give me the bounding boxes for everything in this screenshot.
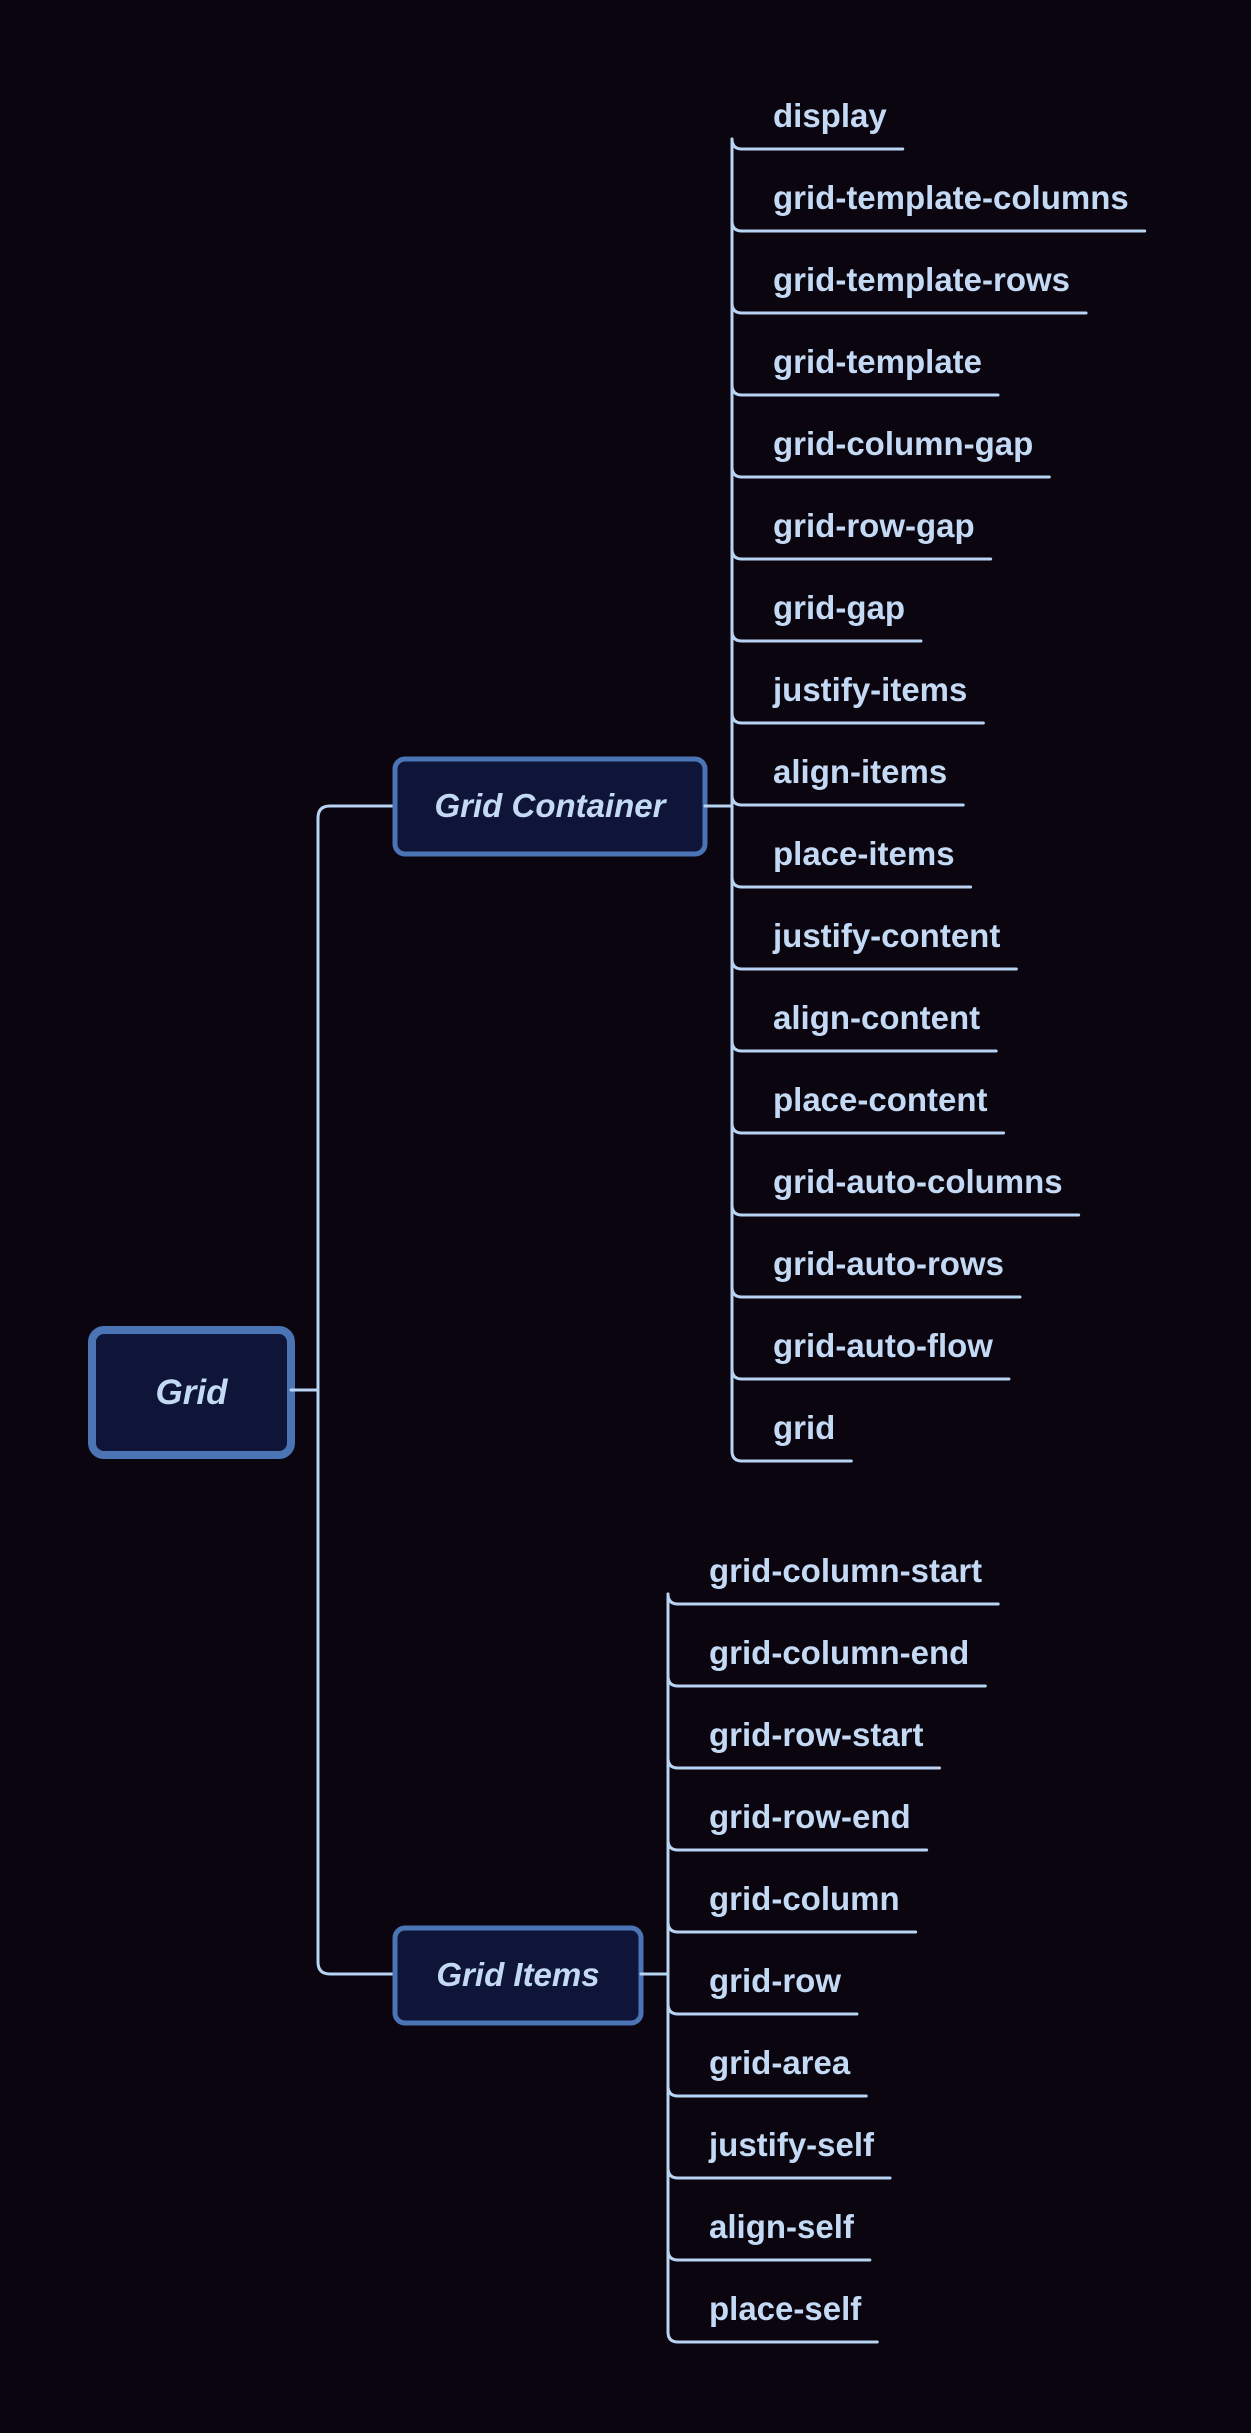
property-label: grid-template-columns xyxy=(773,179,1129,216)
property-label: grid-row-start xyxy=(709,1716,924,1753)
property-label: grid-auto-columns xyxy=(773,1163,1063,1200)
property-grid-column-gap[interactable]: grid-column-gap xyxy=(730,425,1051,479)
property-justify-items[interactable]: justify-items xyxy=(730,671,985,725)
root-node[interactable]: Grid xyxy=(88,1326,295,1459)
property-underline xyxy=(666,2002,859,2016)
property-underline xyxy=(666,2248,872,2262)
property-grid[interactable]: grid xyxy=(730,1409,853,1463)
grid-items-properties: grid-column-start grid-column-end grid-row… xyxy=(666,1552,1000,2344)
property-underline xyxy=(666,1838,929,1852)
property-grid-area[interactable]: grid-area xyxy=(666,2044,868,2098)
property-underline xyxy=(730,137,905,151)
property-underline xyxy=(730,1203,1081,1217)
property-label: grid-template xyxy=(773,343,982,380)
property-label: grid xyxy=(773,1409,835,1446)
property-label: grid-row xyxy=(709,1962,841,1999)
property-align-items[interactable]: align-items xyxy=(730,753,965,807)
property-underline xyxy=(730,957,1018,971)
property-label: display xyxy=(773,97,887,134)
property-grid-template[interactable]: grid-template xyxy=(730,343,1000,397)
property-grid-column[interactable]: grid-column xyxy=(666,1880,918,1934)
property-underline xyxy=(730,629,923,643)
property-label: align-items xyxy=(773,753,947,790)
property-grid-auto-flow[interactable]: grid-auto-flow xyxy=(730,1327,1011,1381)
property-label: grid-template-rows xyxy=(773,261,1070,298)
property-label: grid-column xyxy=(709,1880,900,1917)
property-label: grid-auto-flow xyxy=(773,1327,993,1364)
property-underline xyxy=(666,2330,879,2344)
property-label: justify-content xyxy=(772,917,1000,954)
property-underline xyxy=(730,1285,1022,1299)
property-justify-content[interactable]: justify-content xyxy=(730,917,1018,971)
property-grid-row-start[interactable]: grid-row-start xyxy=(666,1716,941,1770)
property-label: align-content xyxy=(773,999,980,1036)
property-label: place-content xyxy=(773,1081,988,1118)
property-align-content[interactable]: align-content xyxy=(730,999,998,1053)
property-underline xyxy=(730,793,965,807)
grid-container-node-label: Grid Container xyxy=(434,787,667,824)
property-underline xyxy=(730,301,1088,315)
property-label: grid-gap xyxy=(773,589,905,626)
root-node-box xyxy=(88,1326,295,1459)
property-label: place-self xyxy=(709,2290,862,2327)
property-underline xyxy=(666,2084,868,2098)
property-underline xyxy=(666,1756,941,1770)
property-underline xyxy=(730,219,1147,233)
grid-container-node[interactable]: Grid Container xyxy=(392,756,708,857)
grid-items-node[interactable]: Grid Items xyxy=(392,1925,644,2026)
property-grid-column-start[interactable]: grid-column-start xyxy=(666,1552,1000,1606)
property-label: align-self xyxy=(709,2208,855,2245)
property-underline xyxy=(730,1449,853,1463)
property-underline xyxy=(730,711,985,725)
property-label: grid-column-gap xyxy=(773,425,1033,462)
property-grid-row-gap[interactable]: grid-row-gap xyxy=(730,507,993,561)
property-grid-auto-rows[interactable]: grid-auto-rows xyxy=(730,1245,1022,1299)
property-underline xyxy=(666,1592,1000,1606)
property-underline xyxy=(730,1367,1011,1381)
property-label: justify-items xyxy=(772,671,967,708)
property-label: justify-self xyxy=(708,2126,875,2163)
property-underline xyxy=(730,875,973,889)
property-label: grid-row-end xyxy=(709,1798,911,1835)
property-place-items[interactable]: place-items xyxy=(730,835,973,889)
property-grid-template-rows[interactable]: grid-template-rows xyxy=(730,261,1088,315)
property-grid-gap[interactable]: grid-gap xyxy=(730,589,923,643)
property-grid-template-columns[interactable]: grid-template-columns xyxy=(730,179,1147,233)
property-underline xyxy=(730,1121,1006,1135)
root-node-label: Grid xyxy=(156,1373,229,1412)
property-grid-row[interactable]: grid-row xyxy=(666,1962,859,2016)
property-grid-column-end[interactable]: grid-column-end xyxy=(666,1634,987,1688)
property-align-self[interactable]: align-self xyxy=(666,2208,872,2262)
property-underline xyxy=(730,547,993,561)
property-underline xyxy=(730,465,1051,479)
grid-items-node-label: Grid Items xyxy=(436,1956,599,1993)
property-justify-self[interactable]: justify-self xyxy=(666,2126,892,2180)
property-label: grid-row-gap xyxy=(773,507,975,544)
property-label: grid-auto-rows xyxy=(773,1245,1004,1282)
property-display[interactable]: display xyxy=(730,97,905,151)
property-grid-row-end[interactable]: grid-row-end xyxy=(666,1798,929,1852)
property-grid-auto-columns[interactable]: grid-auto-columns xyxy=(730,1163,1081,1217)
property-place-content[interactable]: place-content xyxy=(730,1081,1006,1135)
property-underline xyxy=(666,1674,987,1688)
property-label: grid-area xyxy=(709,2044,851,2081)
property-label: grid-column-start xyxy=(709,1552,982,1589)
grid-container-properties: display grid-template-columns grid-templat… xyxy=(730,97,1147,1463)
property-label: grid-column-end xyxy=(709,1634,969,1671)
property-underline xyxy=(730,1039,998,1053)
property-label: place-items xyxy=(773,835,955,872)
root-branch-connector xyxy=(316,804,397,1976)
property-underline xyxy=(666,1920,918,1934)
property-underline xyxy=(666,2166,892,2180)
property-underline xyxy=(730,383,1000,397)
property-place-self[interactable]: place-self xyxy=(666,2290,879,2344)
